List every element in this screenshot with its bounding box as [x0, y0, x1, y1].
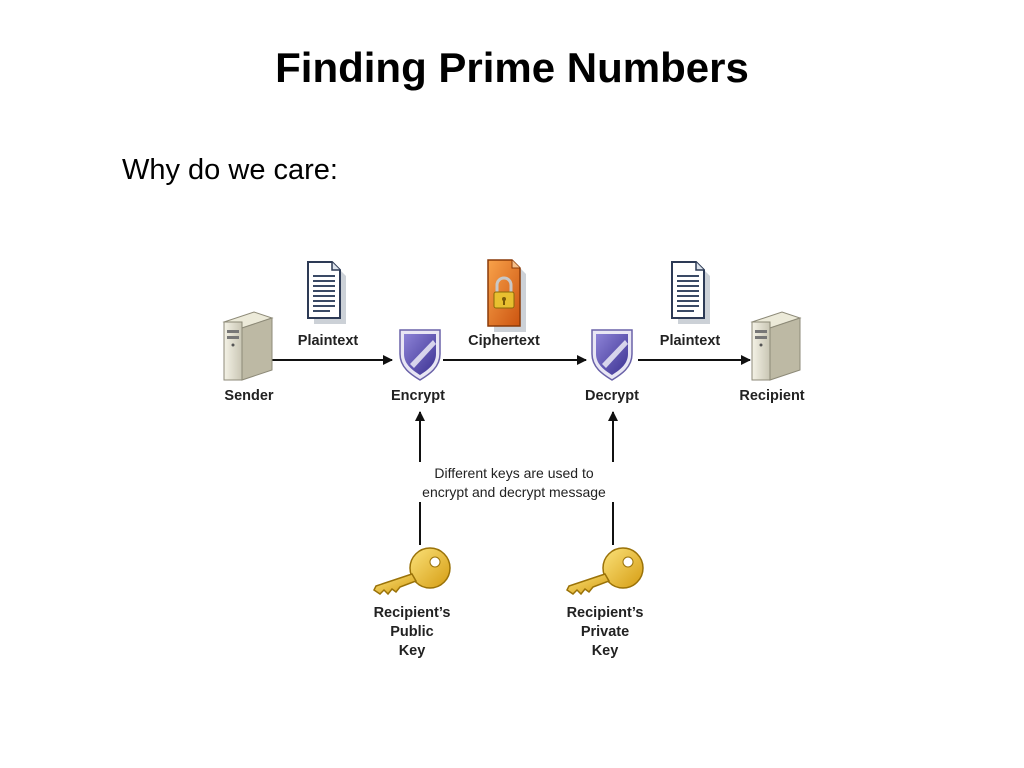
key-icon	[373, 547, 451, 596]
slide-title: Finding Prime Numbers	[275, 44, 749, 91]
private-key-label-line-3: Key	[592, 643, 619, 659]
shield-icon	[399, 329, 441, 381]
slide-bullet: Why do we care:	[122, 154, 338, 186]
shield-icon	[591, 329, 633, 381]
public-key-label-line-1: Recipient’s	[374, 605, 451, 621]
node-label-encrypt: Encrypt	[391, 388, 445, 404]
node-label-sender: Sender	[224, 388, 274, 404]
private-key-label-line-1: Recipient’s	[567, 605, 644, 621]
edge-label-ciphertext: Ciphertext	[468, 333, 540, 349]
document-icon	[307, 261, 346, 324]
public-key-label-line-3: Key	[399, 643, 426, 659]
server-icon	[750, 311, 802, 381]
private-key-label-line-2: Private	[581, 624, 629, 640]
key-icon	[566, 547, 644, 596]
locked-document-icon	[487, 259, 526, 332]
node-label-decrypt: Decrypt	[585, 388, 639, 404]
public-key-label-line-2: Public	[390, 624, 434, 640]
edge-label-plaintext-out: Plaintext	[660, 333, 721, 349]
edge-label-plaintext-in: Plaintext	[298, 333, 359, 349]
note-line-1: Different keys are used to	[434, 465, 593, 481]
node-label-recipient: Recipient	[739, 388, 804, 404]
document-icon	[671, 261, 710, 324]
server-icon	[222, 311, 274, 381]
note-line-2: encrypt and decrypt message	[422, 484, 606, 500]
